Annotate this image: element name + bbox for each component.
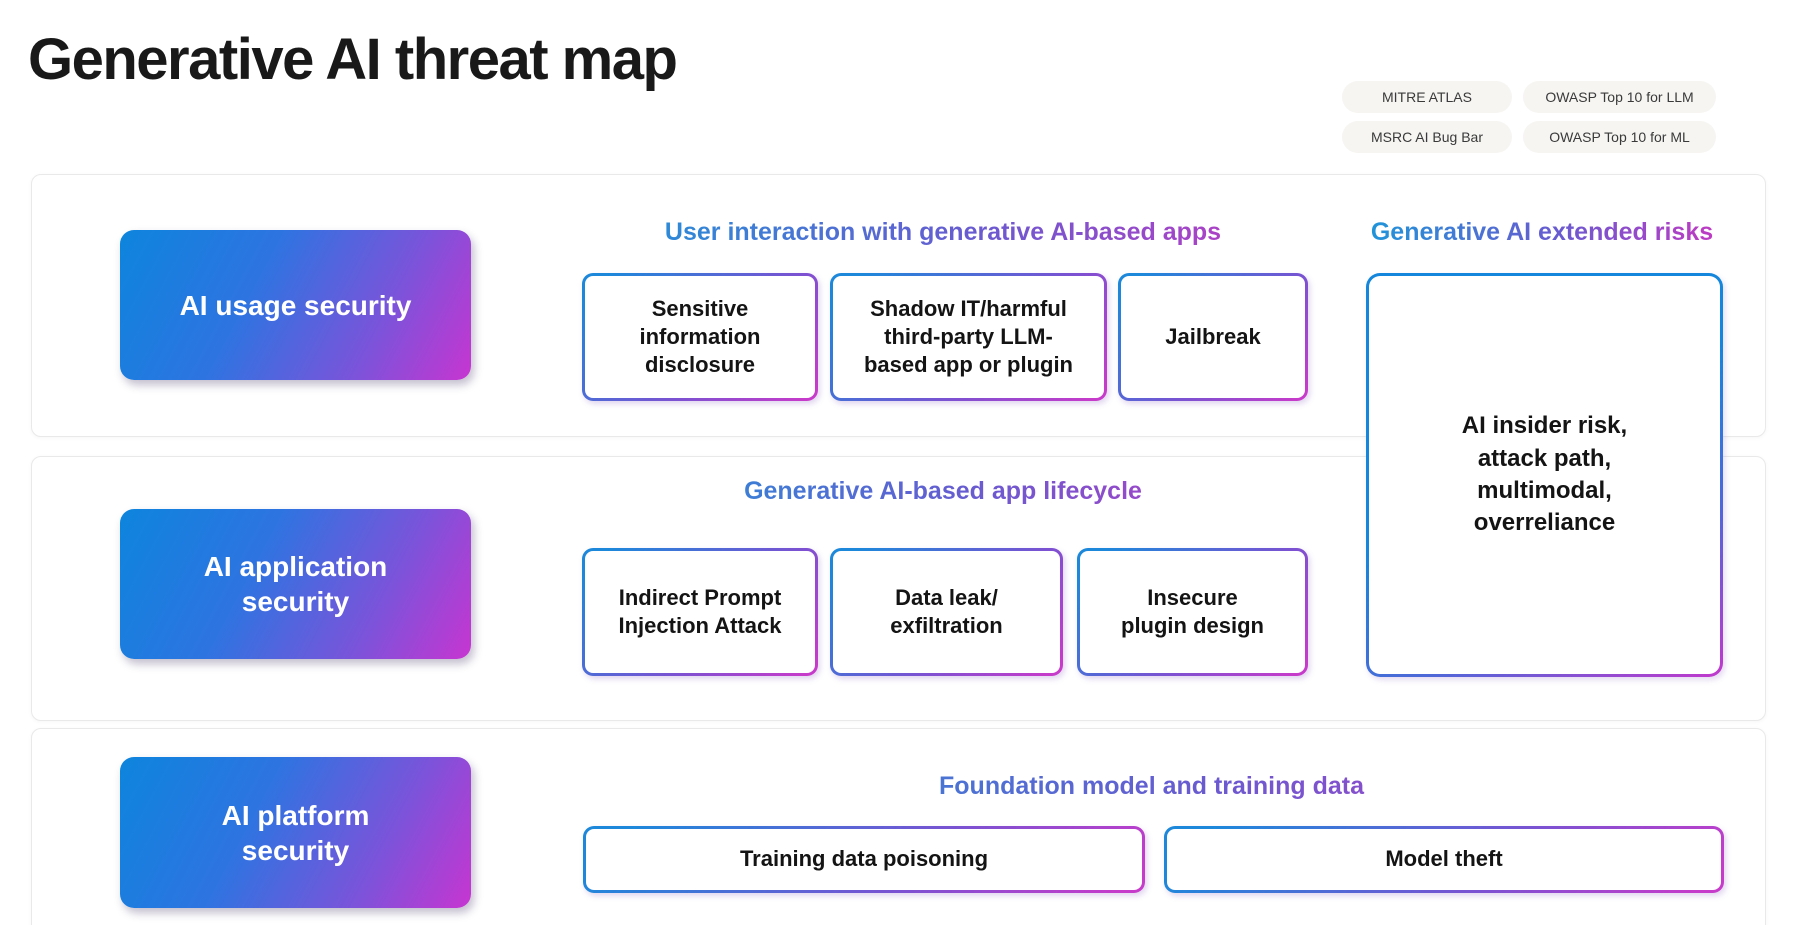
section-heading-extended-risks: Generative AI extended risks — [1366, 218, 1718, 247]
threat-box-shadow-it-harmful-plugin: Shadow IT/harmful third-party LLM- based… — [830, 273, 1107, 401]
threat-box-model-theft: Model theft — [1164, 826, 1724, 893]
category-pill-ai-application-security: AI application security — [120, 509, 471, 659]
section-heading-user-interaction: User interaction with generative AI-base… — [584, 218, 1302, 247]
threat-box-indirect-prompt-injection: Indirect Prompt Injection Attack — [582, 548, 818, 676]
category-pill-ai-usage-security: AI usage security — [120, 230, 471, 380]
badge-msrc-ai-bug-bar: MSRC AI Bug Bar — [1342, 121, 1512, 153]
threat-box-sensitive-information-disclosure: Sensitive information disclosure — [582, 273, 818, 401]
badge-mitre-atlas: MITRE ATLAS — [1342, 81, 1512, 113]
threat-box-jailbreak: Jailbreak — [1118, 273, 1308, 401]
page-title: Generative AI threat map — [28, 27, 678, 92]
threat-box-training-data-poisoning: Training data poisoning — [583, 826, 1145, 893]
threat-box-data-leak-exfiltration: Data leak/ exfiltration — [830, 548, 1063, 676]
badge-owasp-top10-llm: OWASP Top 10 for LLM — [1523, 81, 1716, 113]
threat-box-extended-risks: AI insider risk, attack path, multimodal… — [1366, 273, 1723, 677]
section-heading-foundation-model: Foundation model and training data — [584, 772, 1719, 801]
badge-owasp-top10-ml: OWASP Top 10 for ML — [1523, 121, 1716, 153]
category-pill-ai-platform-security: AI platform security — [120, 757, 471, 908]
section-heading-app-lifecycle: Generative AI-based app lifecycle — [584, 477, 1302, 506]
threat-box-insecure-plugin-design: Insecure plugin design — [1077, 548, 1308, 676]
